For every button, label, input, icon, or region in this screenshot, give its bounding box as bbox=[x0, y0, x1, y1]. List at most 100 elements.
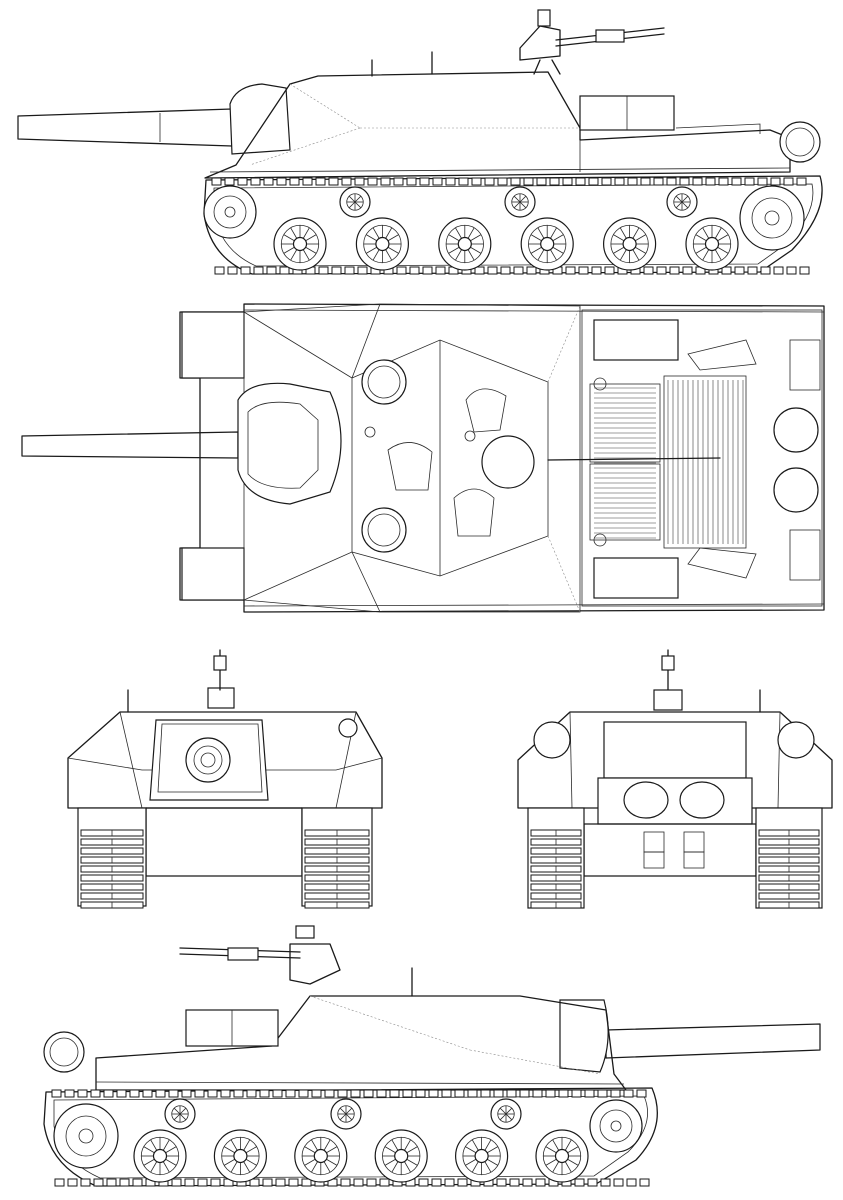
gun-mantlet-top bbox=[237, 382, 342, 505]
track-link bbox=[119, 1178, 130, 1187]
track-link bbox=[93, 1178, 104, 1187]
track-link bbox=[354, 177, 365, 186]
road-wheels-left bbox=[133, 1129, 589, 1183]
side-view-left bbox=[43, 925, 821, 1187]
track-link bbox=[288, 1178, 299, 1187]
track-link bbox=[259, 1089, 270, 1098]
front-track-right bbox=[301, 807, 373, 909]
track-link bbox=[744, 177, 755, 186]
track-link bbox=[597, 1089, 608, 1098]
track-link bbox=[272, 1089, 283, 1098]
return-roller bbox=[490, 1098, 522, 1130]
periscope-cover-2 bbox=[387, 442, 433, 491]
gun-mantlet bbox=[229, 83, 291, 155]
track-link bbox=[249, 1178, 260, 1187]
track-link bbox=[692, 177, 703, 186]
track-link bbox=[587, 1178, 598, 1187]
track-link bbox=[289, 177, 300, 186]
track-link bbox=[253, 266, 264, 275]
front-spotlight bbox=[338, 718, 358, 738]
periscope-cover-3 bbox=[453, 488, 495, 537]
track-link bbox=[337, 1089, 348, 1098]
road-wheel bbox=[294, 1129, 348, 1183]
gun-mantlet-left bbox=[559, 999, 609, 1073]
track-link bbox=[445, 177, 456, 186]
rear-track-left bbox=[527, 807, 585, 909]
track-link bbox=[458, 177, 469, 186]
fuel-drum-top bbox=[773, 407, 819, 453]
track-link bbox=[636, 1089, 647, 1098]
lower-front-hull bbox=[145, 807, 303, 877]
rear-view bbox=[517, 649, 833, 909]
track-link bbox=[285, 1089, 296, 1098]
track-link bbox=[549, 177, 560, 186]
superstructure-facets bbox=[243, 303, 581, 613]
track-link bbox=[344, 266, 355, 275]
road-wheel bbox=[273, 217, 327, 271]
track-link bbox=[799, 266, 810, 275]
anti-aircraft-machine-gun-left bbox=[179, 925, 413, 997]
track-links bbox=[211, 177, 810, 275]
fuel-drum-top-2 bbox=[773, 467, 819, 513]
track-link bbox=[366, 1178, 377, 1187]
auxiliary-fuel-drum bbox=[779, 121, 821, 163]
track-link bbox=[571, 1089, 582, 1098]
stowage-box-top-2 bbox=[593, 557, 679, 599]
track-link bbox=[496, 1178, 507, 1187]
track-link bbox=[340, 1178, 351, 1187]
track-link bbox=[422, 266, 433, 275]
return-roller bbox=[164, 1098, 196, 1130]
track-link bbox=[328, 177, 339, 186]
track-link bbox=[484, 177, 495, 186]
track-link bbox=[419, 177, 430, 186]
track-link bbox=[263, 177, 274, 186]
track-link bbox=[431, 1178, 442, 1187]
track-link bbox=[279, 266, 290, 275]
track-link bbox=[214, 266, 225, 275]
track-link bbox=[601, 177, 612, 186]
track-link bbox=[428, 1089, 439, 1098]
track-link bbox=[614, 177, 625, 186]
road-wheel bbox=[133, 1129, 187, 1183]
track-link bbox=[90, 1089, 101, 1098]
track-link bbox=[604, 266, 615, 275]
track-link bbox=[786, 266, 797, 275]
idler-wheel-left bbox=[589, 1099, 643, 1153]
track-link bbox=[129, 1089, 140, 1098]
fuel-drum-left bbox=[43, 1031, 85, 1073]
rear-fuel-drums bbox=[533, 721, 815, 759]
track-link bbox=[240, 266, 251, 275]
track-link bbox=[497, 177, 508, 186]
track-link bbox=[315, 177, 326, 186]
track-link bbox=[627, 177, 638, 186]
track-link bbox=[783, 177, 794, 186]
drive-sprocket bbox=[739, 185, 805, 251]
track-link bbox=[471, 177, 482, 186]
track-link bbox=[500, 266, 511, 275]
road-wheel bbox=[355, 217, 409, 271]
track-link bbox=[227, 266, 238, 275]
track-link bbox=[591, 266, 602, 275]
track-link bbox=[106, 1178, 117, 1187]
track-link bbox=[444, 1178, 455, 1187]
track-link bbox=[770, 177, 781, 186]
track-link bbox=[418, 1178, 429, 1187]
track-link bbox=[523, 177, 534, 186]
rear-track-right bbox=[755, 807, 823, 909]
track-link bbox=[181, 1089, 192, 1098]
track-link bbox=[532, 1089, 543, 1098]
track-link bbox=[406, 177, 417, 186]
track-link bbox=[302, 177, 313, 186]
track-link bbox=[184, 1178, 195, 1187]
track-link bbox=[168, 1089, 179, 1098]
track-link bbox=[155, 1089, 166, 1098]
track-link bbox=[653, 177, 664, 186]
hull-superstructure-left bbox=[95, 995, 627, 1091]
track-link bbox=[415, 1089, 426, 1098]
track-link bbox=[509, 1178, 520, 1187]
track-link bbox=[574, 1178, 585, 1187]
track-link bbox=[250, 177, 261, 186]
engine-grilles bbox=[594, 380, 744, 544]
main-gun-barrel-left bbox=[605, 1023, 821, 1059]
